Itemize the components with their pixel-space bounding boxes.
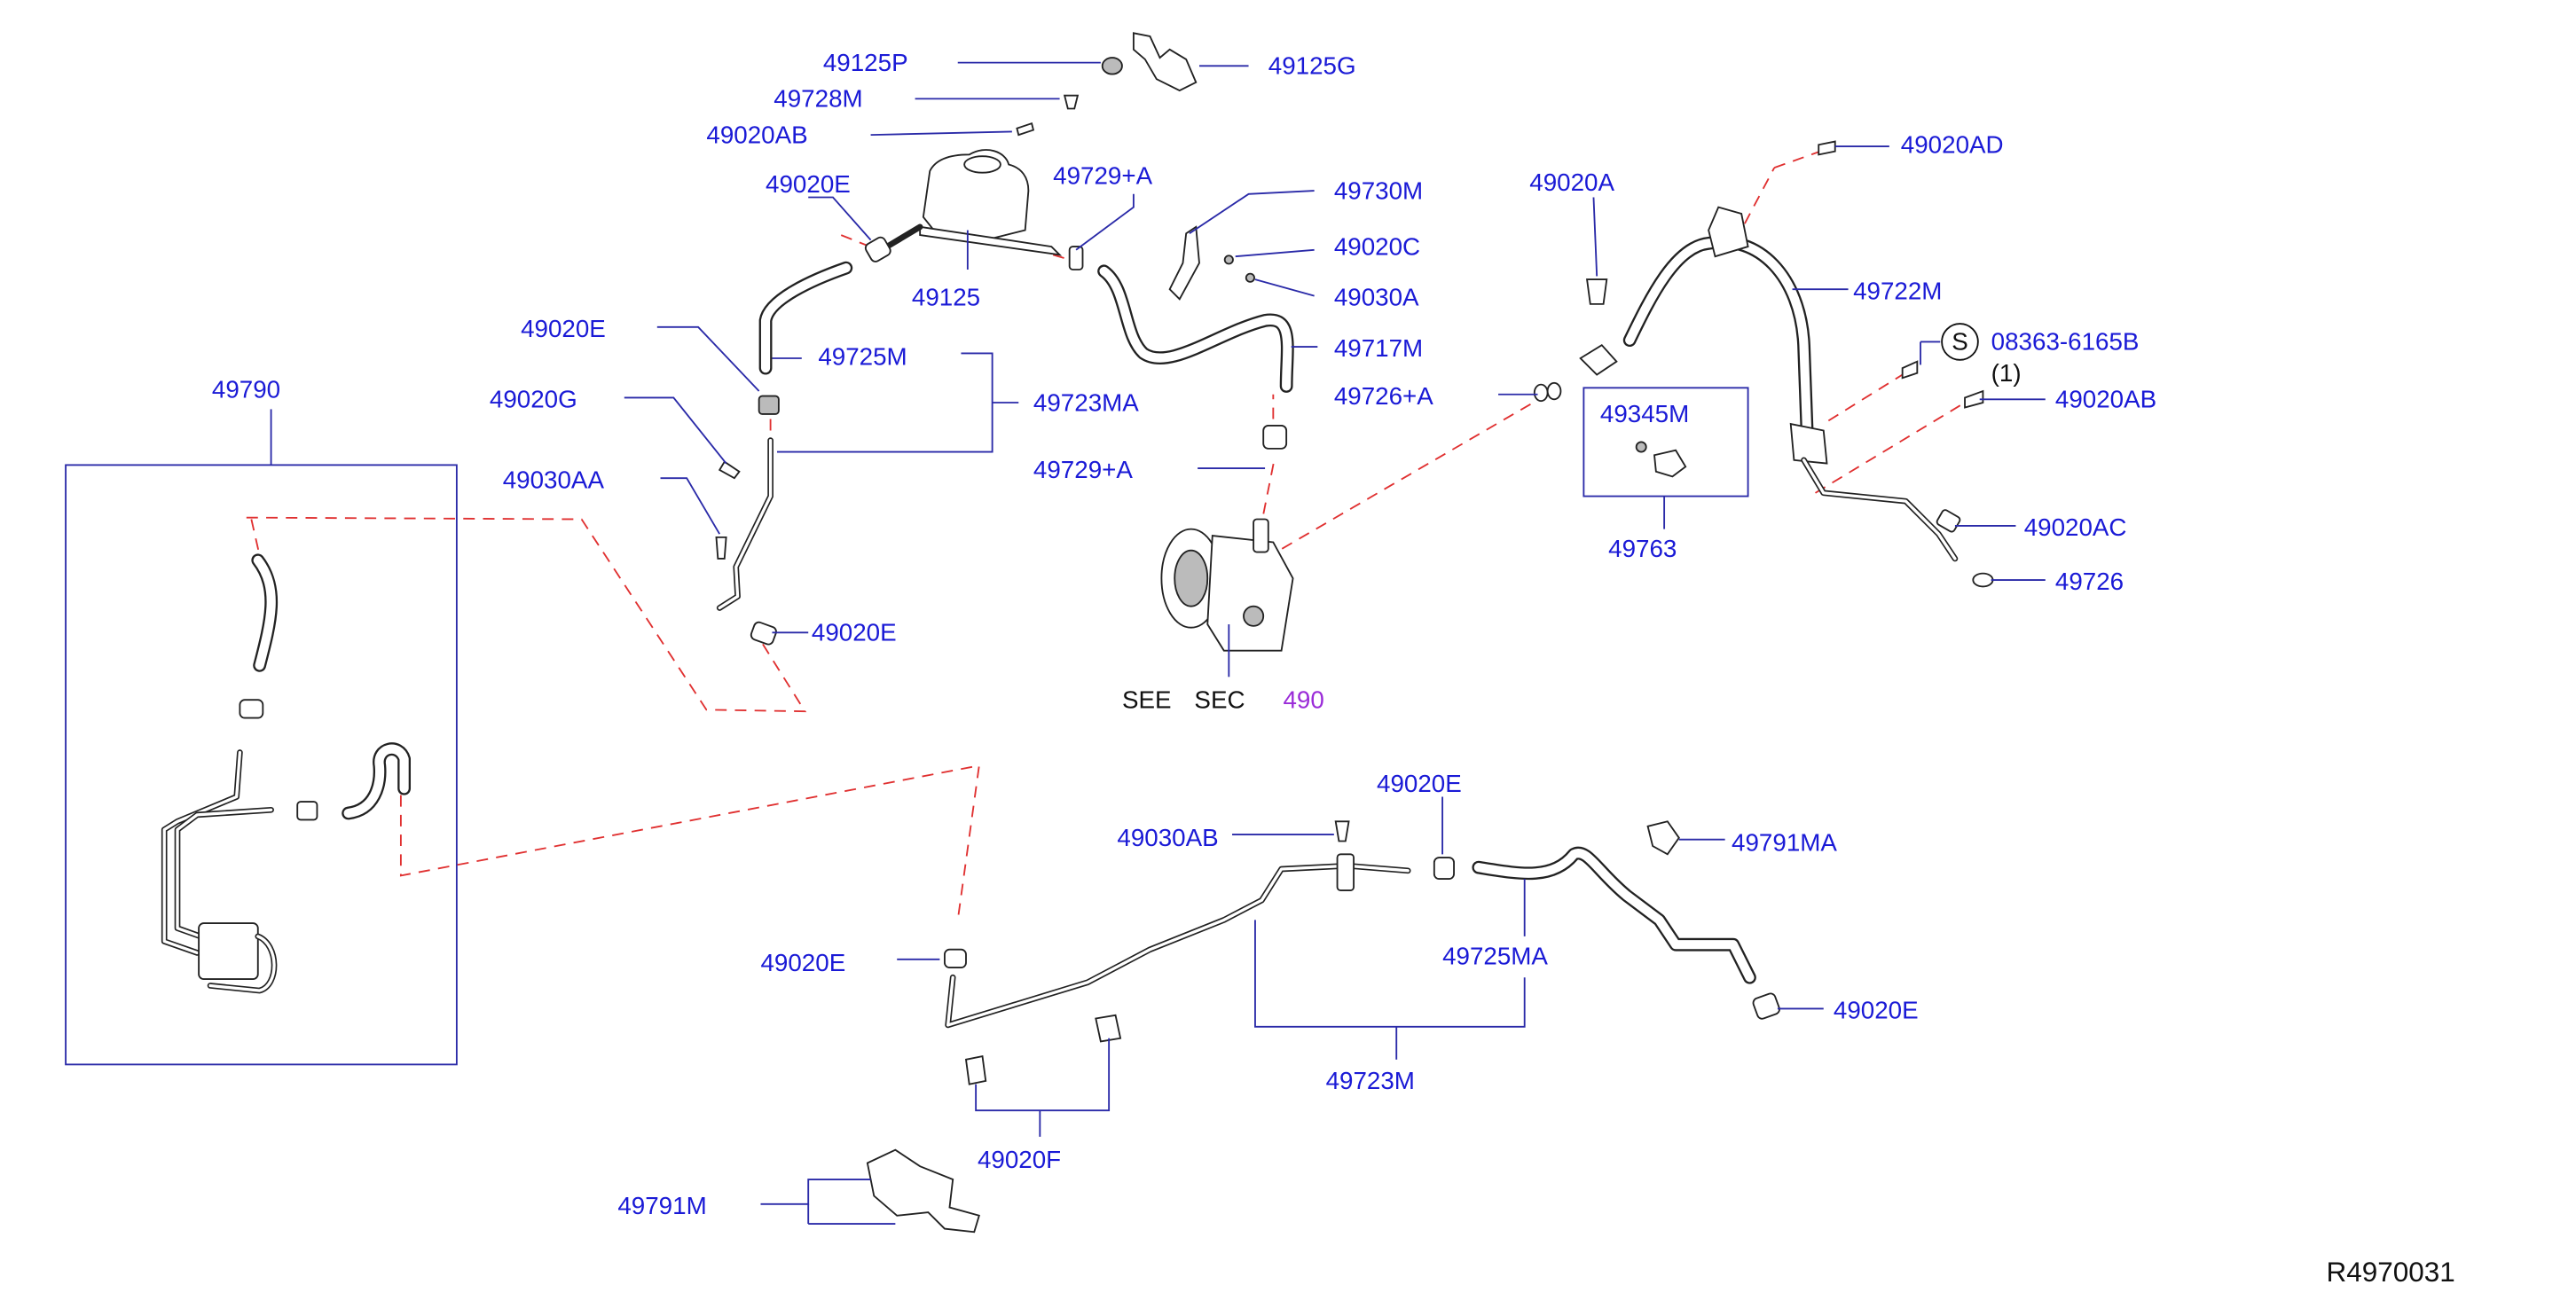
label-49726A[interactable]: 49726+A — [1334, 382, 1433, 410]
o-ring — [1972, 572, 1994, 588]
label-49728M[interactable]: 49728M — [774, 85, 862, 113]
leader-lines — [624, 61, 2046, 1225]
bolt — [1334, 820, 1350, 842]
label-49345M[interactable]: 49345M — [1600, 400, 1689, 427]
hose-clamp — [1068, 246, 1084, 270]
nut — [1223, 255, 1234, 265]
clamp-bracket — [1789, 422, 1828, 465]
label-49020E-low[interactable]: 49020E — [812, 619, 897, 646]
section-link-490[interactable]: 490 — [1283, 685, 1323, 713]
o-ring — [1546, 381, 1562, 401]
union-bolt — [1936, 509, 1961, 533]
hose-clamp — [239, 699, 264, 719]
hose-clamp — [864, 236, 891, 262]
label-49726[interactable]: 49726 — [2055, 568, 2124, 595]
label-49717M[interactable]: 49717M — [1334, 334, 1423, 362]
sub-assembly-frame — [65, 464, 458, 1066]
hose-clamp — [1262, 425, 1288, 450]
see-section-note: SEE SEC 490 — [1122, 685, 1324, 713]
label-49125P[interactable]: 49125P — [823, 49, 908, 76]
grommet — [1101, 57, 1123, 75]
label-49791MA[interactable]: 49791MA — [1732, 829, 1837, 857]
label-49791M[interactable]: 49791M — [617, 1192, 706, 1219]
diagram-reference-code: R4970031 — [2326, 1257, 2454, 1288]
hose-clamp — [1433, 857, 1455, 881]
clip — [718, 460, 741, 480]
label-49730M[interactable]: 49730M — [1334, 176, 1423, 204]
sensor-box — [1583, 387, 1749, 497]
label-49790[interactable]: 49790 — [212, 375, 280, 403]
label-49020C[interactable]: 49020C — [1334, 232, 1420, 260]
pressure-hose-group — [1533, 140, 1994, 588]
label-49030AA[interactable]: 49030AA — [503, 466, 605, 493]
hose-clamp — [750, 621, 777, 646]
power-steering-pump — [1160, 518, 1294, 652]
sealant-symbol-letter: S — [1952, 328, 1968, 356]
label-49020F[interactable]: 49020F — [978, 1146, 1061, 1173]
sealant-symbol — [1941, 323, 1979, 361]
nut — [1245, 272, 1255, 283]
bolt — [1016, 121, 1035, 137]
label-49020E-bottom-left[interactable]: 49020E — [760, 949, 845, 976]
label-49125[interactable]: 49125 — [912, 284, 980, 311]
clip-49020F — [1095, 1014, 1122, 1043]
label-49020E-bottom-top[interactable]: 49020E — [1377, 770, 1462, 797]
clip-49791MA — [1646, 820, 1680, 856]
label-49763[interactable]: 49763 — [1608, 535, 1677, 562]
reservoir-group — [715, 32, 1294, 646]
sensor-seal — [1635, 441, 1647, 453]
bolt — [1818, 140, 1836, 156]
label-49020AB-top[interactable]: 49020AB — [706, 121, 807, 148]
lower-line-group — [866, 820, 1780, 1234]
bracket-49730M — [1168, 225, 1200, 301]
label-49729A-mid[interactable]: 49729+A — [1033, 456, 1133, 483]
label-49020E-reservoir[interactable]: 49020E — [766, 170, 851, 198]
label-49020E-bottom-right[interactable]: 49020E — [1834, 997, 1919, 1024]
label-49030AB[interactable]: 49030AB — [1117, 824, 1218, 851]
label-49030A[interactable]: 49030A — [1334, 284, 1419, 311]
hose-bracket — [1708, 206, 1749, 258]
label-49020E-left[interactable]: 49020E — [521, 315, 606, 342]
hose-clamp — [296, 801, 318, 821]
label-49723MA[interactable]: 49723MA — [1033, 388, 1139, 416]
label-49725M[interactable]: 49725M — [818, 342, 907, 370]
reservoir-cap — [963, 155, 1001, 174]
bracket-49125G — [1132, 32, 1198, 92]
line-bracket — [1336, 853, 1355, 891]
label-49725MA[interactable]: 49725MA — [1442, 942, 1548, 969]
label-49125G[interactable]: 49125G — [1268, 52, 1356, 80]
sub-assembly-49790: 49790 — [65, 375, 458, 1066]
oil-cooler — [198, 922, 259, 980]
label-49020A[interactable]: 49020A — [1529, 168, 1614, 196]
clip — [1063, 94, 1080, 110]
label-sealant-qty: (1) — [1991, 359, 2022, 387]
o-ring — [1533, 383, 1549, 403]
hose-clamp — [943, 948, 967, 969]
hose-fitting — [1579, 343, 1618, 376]
label-49020AB-right[interactable]: 49020AB — [2055, 386, 2156, 413]
label-49020AC[interactable]: 49020AC — [2024, 513, 2127, 541]
sec-text: SEC — [1194, 685, 1245, 713]
reservoir-tank — [922, 149, 1030, 241]
pressure-sensor — [1653, 449, 1687, 478]
bolt — [715, 536, 727, 560]
label-49020G[interactable]: 49020G — [490, 386, 577, 413]
union-bolt — [1586, 278, 1608, 305]
label-49020AD[interactable]: 49020AD — [1901, 130, 2004, 158]
label-08363-6165B[interactable]: 08363-6165B — [1991, 328, 2140, 356]
part-labels: 49125P 49125G 49728M 49020AB 49020E 4972… — [490, 49, 2455, 1288]
see-text: SEE — [1122, 685, 1172, 713]
bolt — [1901, 360, 1919, 380]
label-49722M[interactable]: 49722M — [1853, 277, 1942, 304]
hose-clamp — [758, 395, 780, 415]
label-49729A-top[interactable]: 49729+A — [1053, 162, 1152, 190]
clip-49020F — [964, 1055, 987, 1085]
bracket-49791M — [866, 1148, 980, 1234]
bolt — [1964, 389, 1984, 409]
hose-clamp — [1752, 992, 1780, 1020]
label-49723M[interactable]: 49723M — [1326, 1067, 1415, 1094]
